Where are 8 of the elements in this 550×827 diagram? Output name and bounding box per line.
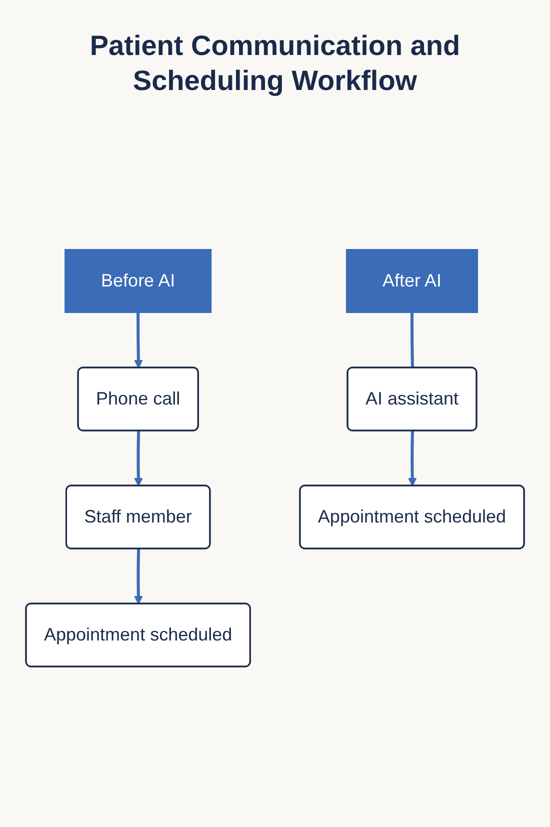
arrow [408,430,417,486]
arrow [134,548,143,604]
node-box: After AI [346,249,478,313]
arrow [134,312,143,368]
node-box: Before AI [64,249,212,313]
diagram-title: Patient Communication and Scheduling Workflow [88,29,462,98]
arrow [134,430,143,486]
connector [410,312,414,368]
